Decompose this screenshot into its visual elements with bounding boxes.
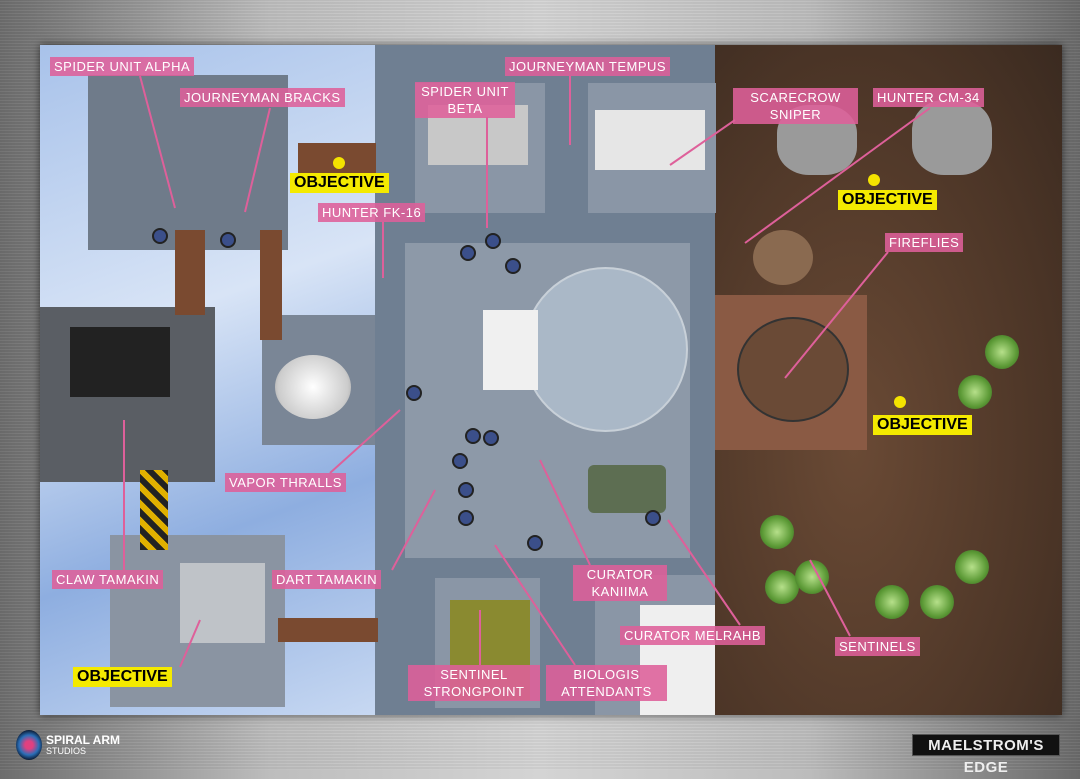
label-claw-tamakin: CLAW TAMAKIN (52, 570, 164, 589)
leader-line (669, 119, 736, 166)
miniature (483, 430, 499, 446)
objective-marker (333, 157, 345, 169)
miniature (220, 232, 236, 248)
spiral-icon (16, 730, 42, 760)
label-hunter-fk16: HUNTER FK-16 (318, 203, 426, 222)
leader-line (391, 489, 436, 571)
miniature (505, 258, 521, 274)
walkway (260, 230, 282, 340)
miniature (458, 510, 474, 526)
label-line: SENTINEL (440, 667, 508, 682)
bush (875, 585, 909, 619)
miniature (152, 228, 168, 244)
game-board (40, 45, 1062, 715)
walkway (175, 230, 205, 315)
label-vapor-thralls: VAPOR THRALLS (225, 473, 346, 492)
leader-line (784, 251, 889, 379)
label-fireflies: FIREFLIES (885, 233, 964, 252)
objective-label: OBJECTIVE (873, 415, 972, 435)
white-building (483, 310, 538, 390)
label-dart-tamakin: DART TAMAKIN (272, 570, 382, 589)
label-line: KANIIMA (591, 584, 649, 599)
bush (985, 335, 1019, 369)
logo-text: SPIRAL ARM (46, 733, 121, 747)
wreck-crater (753, 230, 813, 285)
bush (955, 550, 989, 584)
leader-line (139, 75, 176, 209)
objective-marker (894, 396, 906, 408)
hazard-barrier (140, 470, 168, 550)
leader-line (667, 519, 741, 626)
label-curator-kaniima: CURATOR KANIIMA (573, 565, 667, 601)
label-sentinels: SENTINELS (835, 637, 920, 656)
miniature (458, 482, 474, 498)
objective-marker (868, 174, 880, 186)
label-line: BETA (447, 101, 483, 116)
label-curator-melrahb: CURATOR MELRAHB (620, 626, 766, 645)
fuel-tank (588, 465, 666, 513)
objective-label: OBJECTIVE (290, 173, 389, 193)
label-line: ATTENDANTS (561, 684, 652, 699)
bush (958, 375, 992, 409)
label-line: SCARECROW (750, 90, 841, 105)
label-line: STRONGPOINT (423, 684, 525, 699)
label-line: SNIPER (769, 107, 822, 122)
leader-line (744, 107, 931, 244)
miniature (485, 233, 501, 249)
hab-building (595, 110, 705, 170)
label-journeyman-tempus: JOURNEYMAN TEMPUS (505, 57, 671, 76)
bunker (180, 563, 265, 643)
miniature (465, 428, 481, 444)
maelstroms-edge-logo: MAELSTROM'S EDGE (912, 734, 1060, 776)
label-sentinel-strongpoint: SENTINEL STRONGPOINT (408, 665, 540, 701)
leader-line (179, 619, 201, 668)
objective-label: OBJECTIVE (73, 667, 172, 687)
logo-subtext: STUDIOS (46, 746, 87, 756)
label-spider-unit-beta: SPIDER UNIT BETA (415, 82, 515, 118)
bush (920, 585, 954, 619)
objective-label: OBJECTIVE (838, 190, 937, 210)
leader-line (329, 409, 401, 474)
miniature (460, 245, 476, 261)
crater (70, 327, 170, 397)
miniature (645, 510, 661, 526)
leader-line (539, 459, 591, 566)
leader-line (494, 544, 576, 666)
miniature (406, 385, 422, 401)
label-scarecrow-sniper: SCARECROW SNIPER (733, 88, 858, 124)
label-line: CURATOR (586, 567, 654, 582)
leader-line (809, 559, 851, 637)
walkway (278, 618, 378, 642)
label-line: SPIDER UNIT (421, 84, 509, 99)
miniature (452, 453, 468, 469)
storage-tank (275, 355, 351, 419)
label-hunter-cm34: HUNTER CM-34 (873, 88, 984, 107)
bush (765, 570, 799, 604)
dome (523, 267, 688, 432)
bush (760, 515, 794, 549)
label-journeyman-bracks: JOURNEYMAN BRACKS (180, 88, 345, 107)
leader-line (244, 107, 271, 213)
miniature (527, 535, 543, 551)
label-spider-unit-alpha: SPIDER UNIT ALPHA (50, 57, 195, 76)
label-line: BIOLOGIS (573, 667, 640, 682)
label-biologis-attendants: BIOLOGIS ATTENDANTS (546, 665, 667, 701)
